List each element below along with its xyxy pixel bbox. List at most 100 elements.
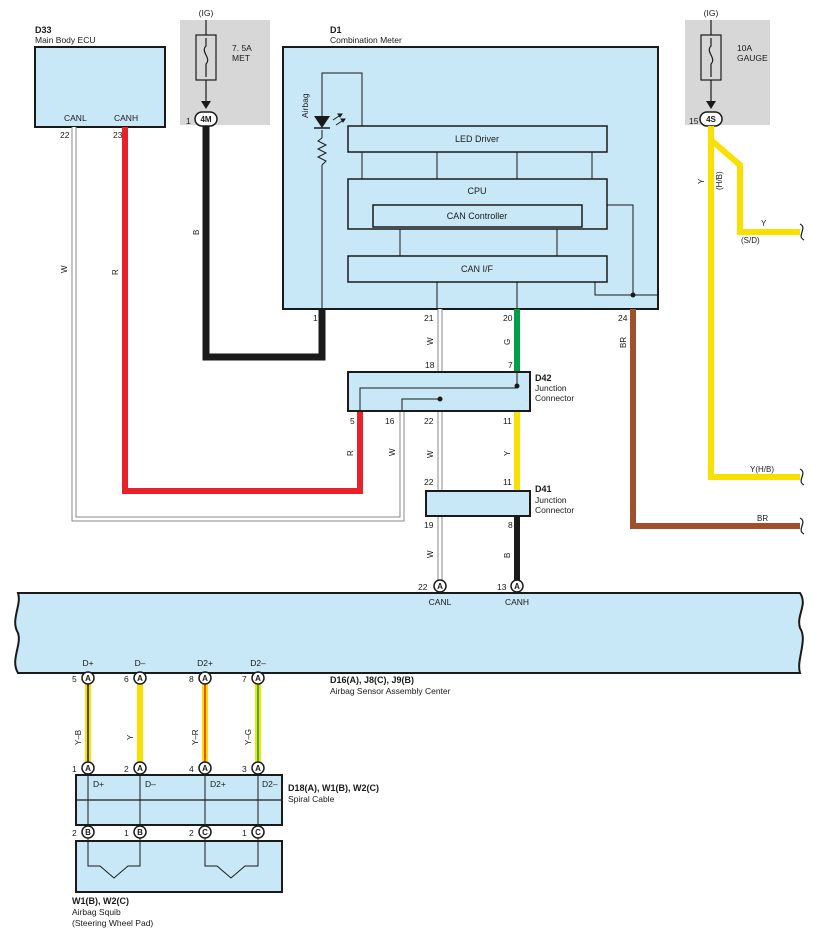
wire-y-gauge: [708, 126, 800, 480]
wire-y-b-label: Y–B: [74, 730, 83, 745]
ac-pin-6: 6: [124, 674, 129, 684]
spiral-pinb-1: 1: [124, 828, 129, 838]
spiral-lbl-dp2: D2+: [210, 779, 226, 789]
spiral-code: D18(A), W1(B), W2(C): [288, 783, 379, 793]
squib-element-icons: [87, 838, 259, 879]
spiral-pin-3: 3: [242, 764, 247, 774]
ac-conn-5: A: [85, 674, 91, 683]
ac-pin-5: 5: [72, 674, 77, 684]
d41-pin-19: 19: [424, 520, 434, 530]
squib-sub: (Steering Wheel Pad): [72, 918, 153, 928]
ac-pin-13: 13: [497, 582, 507, 592]
d1-name: Combination Meter: [330, 35, 402, 45]
d1-pin-21: 21: [424, 313, 434, 323]
spiral-pin-2: 2: [124, 764, 129, 774]
d1-can-controller-block: [372, 204, 583, 228]
ac-conn-canl: [433, 579, 447, 593]
ac-conn-6: A: [137, 674, 143, 683]
ac-lbl-dm2: D2–: [250, 658, 266, 668]
d41-junction-connector: [425, 490, 531, 517]
spiral-name: Spiral Cable: [288, 794, 335, 804]
d1-led-driver-block: [347, 125, 608, 153]
spiral-pinc-2: 2: [189, 828, 194, 838]
wire-br-24: [630, 309, 800, 529]
ac-conn-canh-label: A: [514, 582, 520, 591]
d33-pin-22: 22: [60, 130, 70, 140]
d1-can-if-block: [347, 255, 608, 283]
fuse-gauge-conn-label: 4S: [706, 115, 716, 124]
spiral-conn-c2: C: [202, 828, 208, 837]
spiral-pin-4: 4: [189, 764, 194, 774]
wire-w-19-label: W: [426, 550, 435, 558]
d1-internal-lines: [316, 72, 658, 309]
d1-led-driver-label: LED Driver: [455, 134, 499, 144]
d33-name: Main Body ECU: [35, 35, 95, 45]
wire-b-8-label: B: [503, 553, 512, 558]
wire-yhb-out-label: Y(H/B): [750, 465, 774, 474]
spiral-pinc-1: 1: [242, 828, 247, 838]
d33-pin-23: 23: [113, 130, 123, 140]
wire-y-g-label: Y–G: [244, 729, 253, 745]
airbag-led-icon: [314, 116, 330, 128]
ac-lbl-dp1: D+: [82, 658, 93, 668]
wire-y-sd-label: Y: [761, 219, 767, 228]
ac-conn-7: A: [255, 674, 261, 683]
fuse-met-supply: (IG): [199, 8, 214, 18]
spiral-conn-c1: C: [255, 828, 261, 837]
led-light-arrows-icon: [332, 113, 346, 126]
fuse-gauge-icon: [708, 38, 714, 77]
ac-conn-canh: [510, 579, 524, 593]
wire-b-met: [202, 126, 326, 361]
spiral-lbl-dm1: D–: [145, 779, 156, 789]
wire-y-label: Y: [126, 734, 135, 740]
wire-r-canh: [122, 127, 363, 494]
ac-canl-label: CANL: [429, 597, 452, 607]
d1-pin-24: 24: [618, 313, 628, 323]
wire-w-21-label: W: [426, 337, 435, 345]
spiral-conn-b1: B: [137, 828, 143, 837]
wire-w-22-label: W: [426, 450, 435, 458]
squib-wires: [85, 684, 261, 762]
d41-pin-22: 22: [424, 477, 434, 487]
d42-pin-7: 7: [508, 360, 513, 370]
spiral-conn-b2: B: [85, 828, 91, 837]
ac-lbl-dm1: D–: [135, 658, 146, 668]
ac-pin-8: 8: [189, 674, 194, 684]
wire-y-gauge-label: Y: [697, 178, 706, 184]
spiral-pinb-2: 2: [72, 828, 77, 838]
d1-pin-1: 1: [313, 313, 318, 323]
ac-pin-7: 7: [242, 674, 247, 684]
d42-junction-connector: [347, 371, 531, 412]
squib-code: W1(B), W2(C): [72, 896, 129, 906]
wire-r-canh-label: R: [111, 269, 120, 275]
ac-code: D16(A), J8(C), J9(B): [330, 675, 414, 685]
fuse-gauge-box: [685, 20, 770, 125]
fuse-gauge-supply: (IG): [704, 8, 719, 18]
d42-code: D42: [535, 373, 552, 383]
d42-pin-18: 18: [425, 360, 435, 370]
ac-conn-canl-label: A: [437, 582, 443, 591]
d33-main-body-ecu: [34, 46, 166, 128]
wire-y-r-label: Y–R: [191, 729, 200, 745]
fuse-met-name: MET: [232, 53, 250, 63]
ac-lbl-dp2: D2+: [197, 658, 213, 668]
d42-pin-16: 16: [385, 416, 395, 426]
spiral-conn-a4: A: [202, 764, 208, 773]
d1-pin-20: 20: [503, 313, 513, 323]
wire-w-16-label: W: [388, 448, 397, 456]
fuse-gauge-name: GAUGE: [737, 53, 768, 63]
wire-hb-gauge-label: (H/B): [715, 171, 724, 190]
d33-canl-label: CANL: [64, 113, 87, 123]
d33-code: D33: [35, 25, 52, 35]
d1-can-if-label: CAN I/F: [461, 264, 494, 274]
airbag-center-box: [14, 592, 804, 674]
spiral-conn-a1: A: [85, 764, 91, 773]
d42-pin-5: 5: [350, 416, 355, 426]
wire-b-met-label: B: [192, 230, 201, 235]
fuse-met-rating: 7. 5A: [232, 43, 252, 53]
d42-pin-11: 11: [503, 416, 512, 426]
d41-line2: Connector: [535, 505, 574, 515]
ac-conn-8: A: [202, 674, 208, 683]
spiral-lbl-dm2: D2–: [262, 779, 278, 789]
